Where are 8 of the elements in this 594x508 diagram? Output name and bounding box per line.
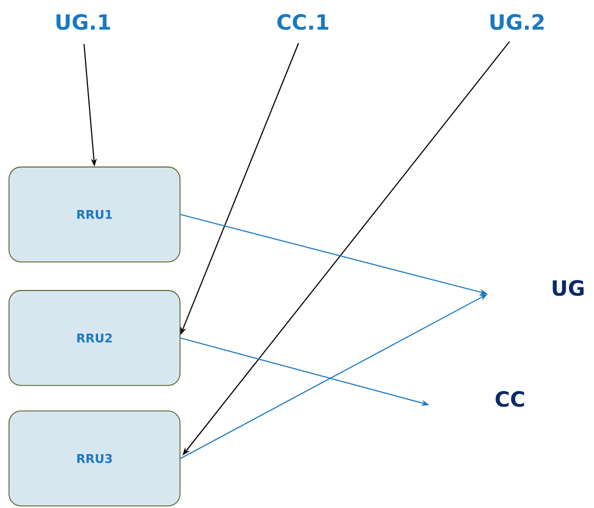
target-label: CC [496, 391, 524, 407]
process-box: RRU3 [8, 410, 180, 506]
heading-label: UG.1 [56, 14, 110, 30]
process-box: RRU1 [8, 166, 180, 262]
heading-label: CC.1 [277, 14, 328, 30]
heading-label: UG.2 [490, 14, 544, 30]
process-box: RRU2 [8, 290, 180, 386]
target-label: UG [552, 280, 584, 296]
